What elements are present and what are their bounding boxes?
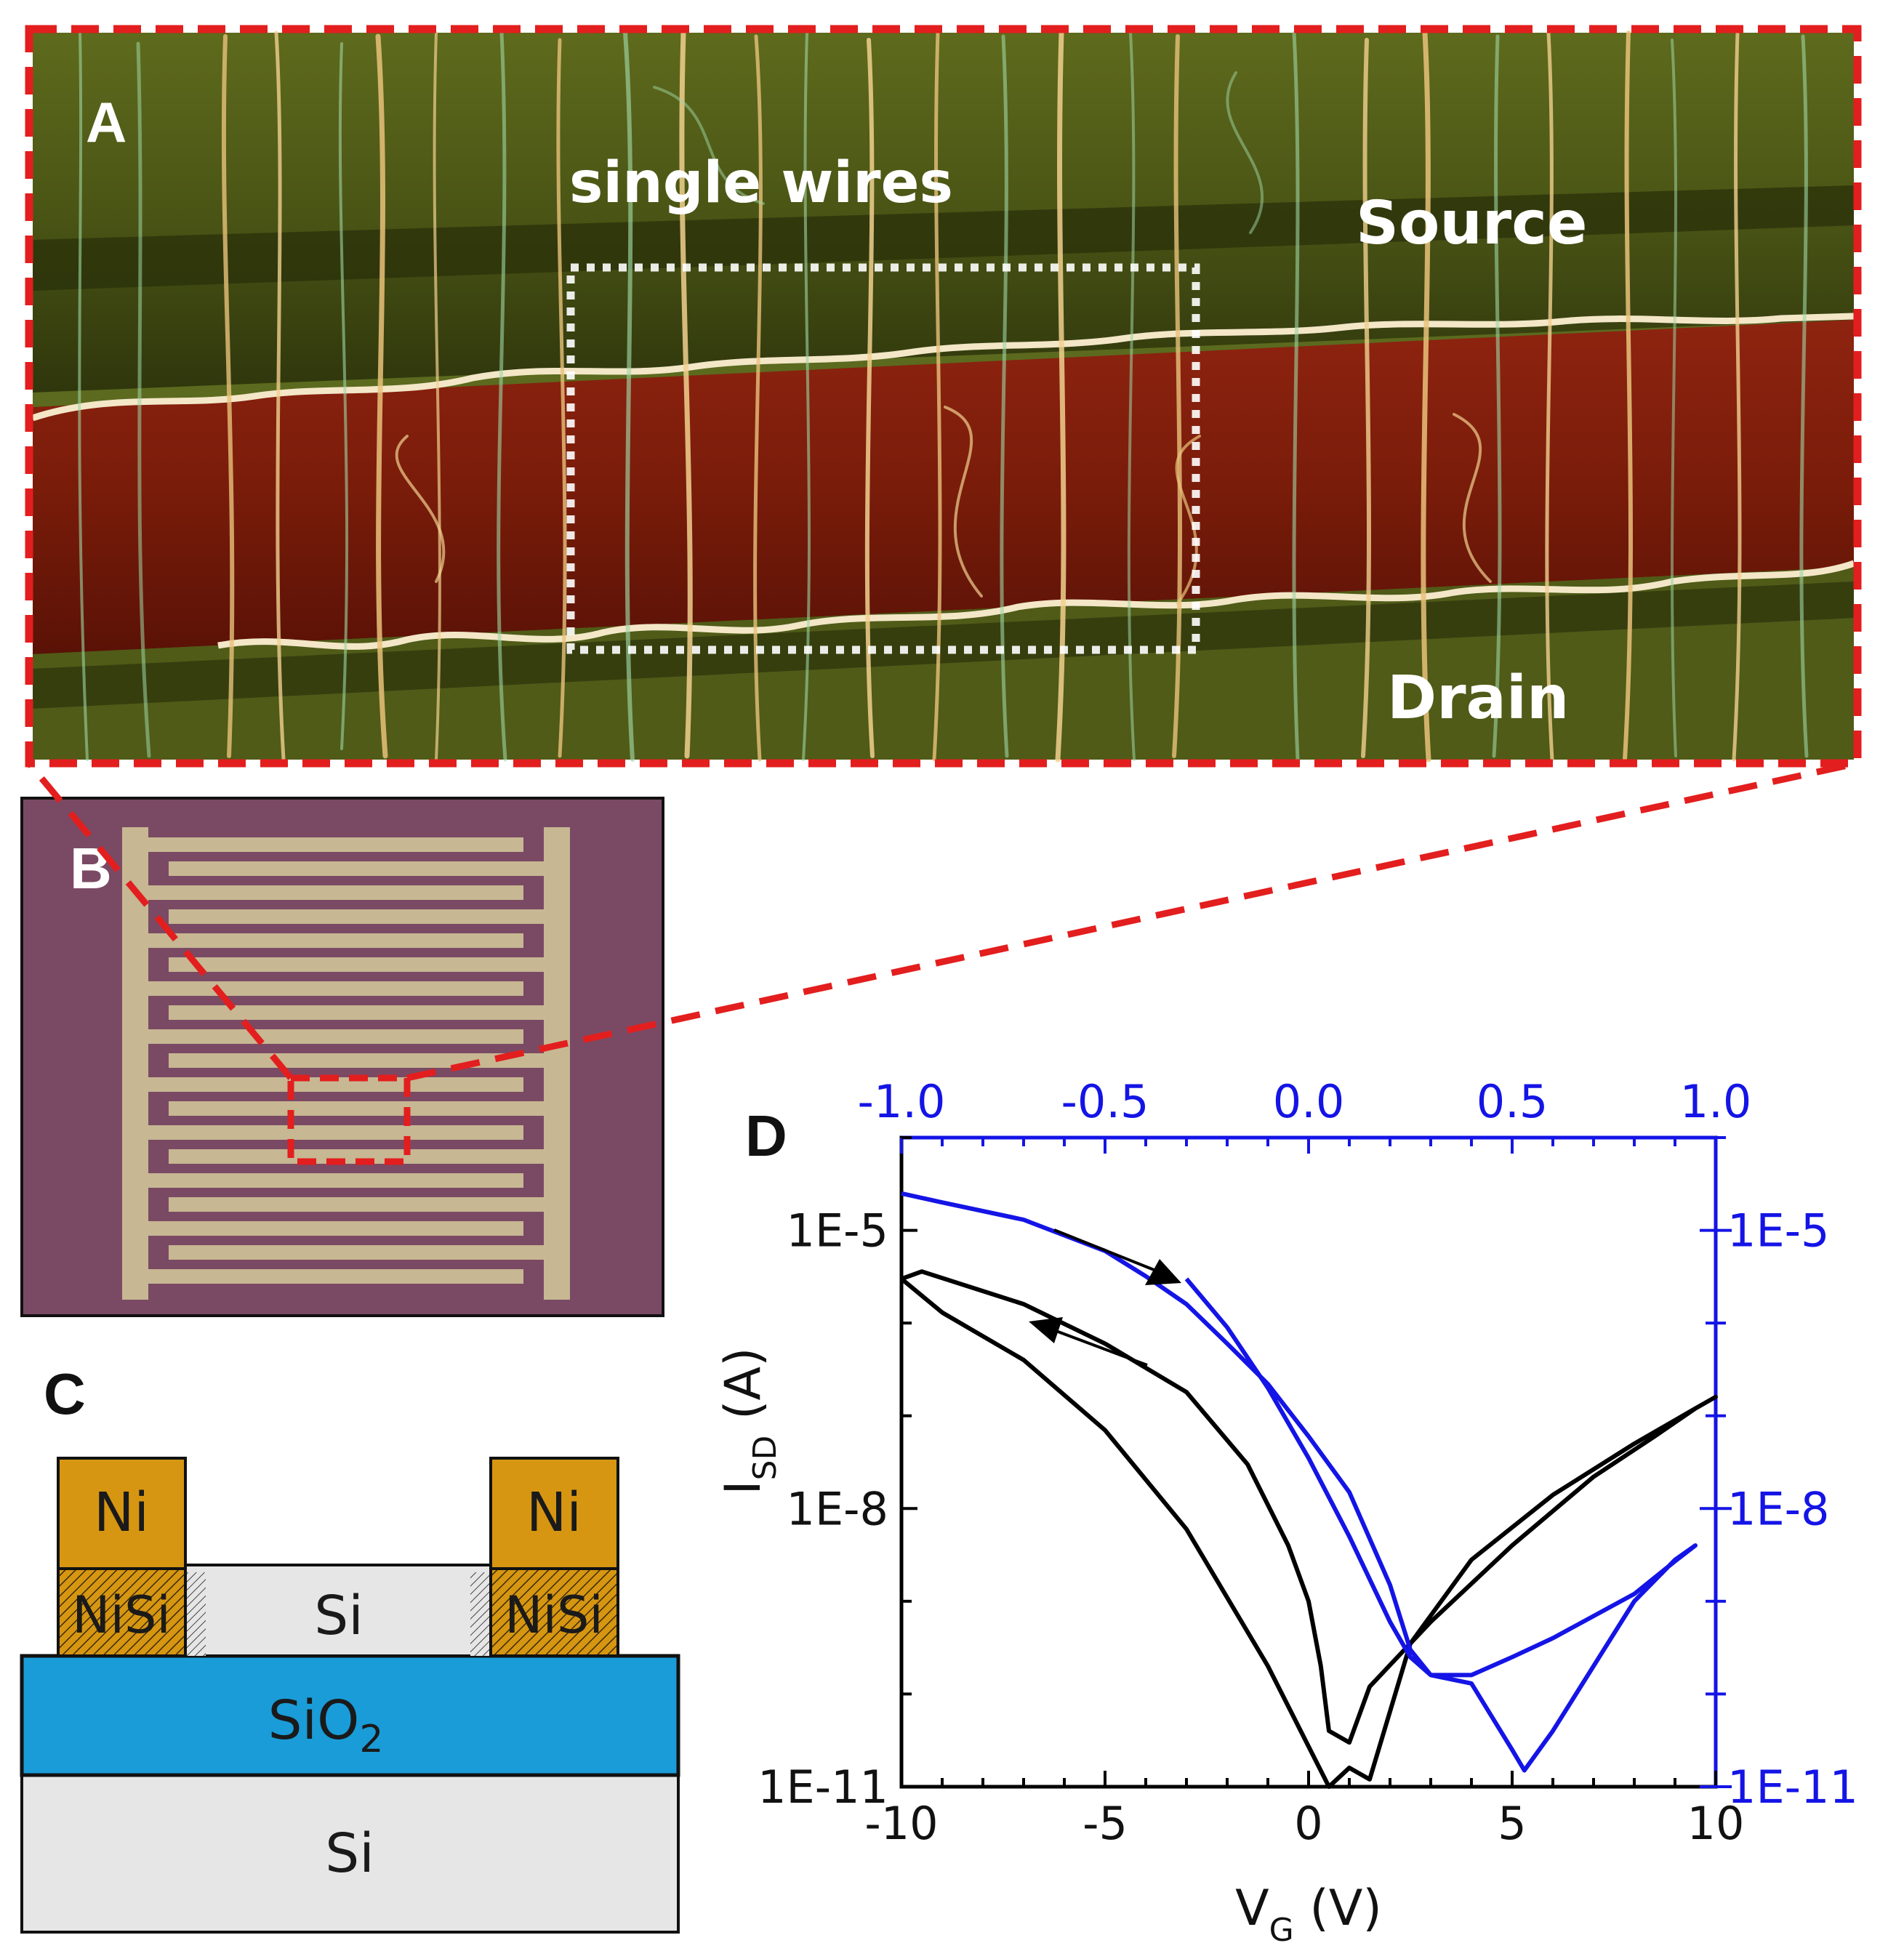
panel-b-zoom-box xyxy=(287,1074,411,1165)
right-comb-finger xyxy=(169,861,544,876)
right-y-tick-label: 1E-11 xyxy=(1727,1761,1858,1814)
left-comb-finger xyxy=(148,1125,523,1140)
left-comb-finger xyxy=(148,837,523,852)
ni-right-block xyxy=(489,1457,619,1570)
single-wires-label: single wires xyxy=(569,150,953,216)
source-label: Source xyxy=(1356,189,1587,258)
drain-edge-line xyxy=(217,560,1855,650)
y-tick-label: 1E-8 xyxy=(787,1482,888,1535)
x-axis-title: VG (V) xyxy=(1235,1880,1382,1949)
panel-d: D -10 -5 0 5 10 -1.0 -0.5 0.0 0.5 1.0 1E-11 1E-8 1E-… xyxy=(715,1075,1858,1949)
interface-right-hatch xyxy=(470,1572,491,1656)
single-wires-dotted-box xyxy=(566,263,1200,654)
top-x-tick-label: -0.5 xyxy=(1061,1075,1149,1128)
zoom-line-left xyxy=(26,761,294,1080)
si-channel xyxy=(184,1564,492,1657)
right-comb-finger xyxy=(169,1005,544,1020)
right-comb-finger xyxy=(169,1245,544,1260)
top-x-tick-label: 0.5 xyxy=(1477,1075,1548,1128)
ni-left-label: Ni xyxy=(94,1481,149,1544)
x-tick-label: -10 xyxy=(864,1797,938,1850)
forward-arrow-head xyxy=(1145,1259,1181,1285)
top-x-tick-label: 1.0 xyxy=(1680,1075,1752,1128)
x-tick-label: -5 xyxy=(1082,1797,1128,1850)
left-comb-finger xyxy=(148,1029,523,1044)
y-tick-label: 1E-11 xyxy=(758,1761,888,1814)
y-tick-label: 1E-5 xyxy=(787,1204,888,1258)
blue-transfer-curve xyxy=(901,1191,1698,1773)
drain-label: Drain xyxy=(1387,664,1569,733)
panel-d-letter: D xyxy=(745,1103,787,1168)
panel-a: A single wires Source Drain xyxy=(25,25,1862,768)
right-comb-finger xyxy=(169,1053,544,1068)
x-tick-label: 0 xyxy=(1294,1797,1322,1850)
right-y-tick-label: 1E-5 xyxy=(1727,1204,1829,1258)
sweep-arrow-backward xyxy=(1053,1329,1148,1367)
interface-left-hatch xyxy=(185,1572,206,1656)
axis-tick-labels: -10 -5 0 5 10 -1.0 -0.5 0.0 0.5 1.0 1E-11 1E-8 1E-5 1… xyxy=(758,1075,1858,1850)
left-comb-finger xyxy=(148,1173,523,1188)
data-curves xyxy=(900,1191,1718,1789)
top-x-tick-label: 0.0 xyxy=(1273,1075,1345,1128)
sio2-layer xyxy=(20,1654,680,1777)
panel-c-letter: C xyxy=(44,1361,86,1426)
comb-fingers xyxy=(148,837,544,1284)
source-edge-line xyxy=(31,313,1855,422)
right-comb-finger xyxy=(169,957,544,972)
panel-b-letter: B xyxy=(70,836,112,901)
si-substrate-layer xyxy=(20,1774,680,1934)
right-y-tick-label: 1E-8 xyxy=(1727,1482,1829,1535)
si-substrate-label: Si xyxy=(325,1822,374,1885)
nisi-left-label: NiSi xyxy=(72,1585,171,1645)
panel-a-dashed-frame xyxy=(25,25,1862,768)
right-comb-finger xyxy=(169,909,544,924)
x-tick-label: 5 xyxy=(1498,1797,1526,1850)
nisi-right-label: NiSi xyxy=(505,1585,603,1645)
right-comb-spine xyxy=(544,827,570,1300)
nisi-right-block xyxy=(489,1567,619,1657)
right-comb-finger xyxy=(169,1197,544,1212)
left-comb-finger xyxy=(148,981,523,996)
y-axis-title: ISD (A) xyxy=(715,1347,784,1495)
source-dark-stripe xyxy=(33,185,1854,291)
left-comb-finger xyxy=(148,1269,523,1284)
left-comb-finger xyxy=(148,933,523,948)
left-comb-finger xyxy=(148,1077,523,1092)
left-comb-finger xyxy=(148,1221,523,1236)
top-x-tick-label: -1.0 xyxy=(858,1075,946,1128)
panel-b: B xyxy=(20,797,664,1317)
ni-left-block xyxy=(57,1457,187,1570)
channel-region xyxy=(33,320,1854,654)
sweep-arrow-forward xyxy=(1053,1228,1157,1272)
panel-c: C Si SiO2 Si NiSi Ni NiSi Ni xyxy=(20,1361,680,1934)
right-comb-finger xyxy=(169,1149,544,1164)
panel-a-letter: A xyxy=(86,90,126,154)
axis-ticks xyxy=(900,1136,1732,1788)
ni-right-label: Ni xyxy=(526,1481,582,1544)
drain-dark-stripe xyxy=(33,582,1854,709)
si-channel-label: Si xyxy=(314,1585,363,1647)
left-comb-finger xyxy=(148,885,523,900)
zoom-line-right xyxy=(406,760,1858,1082)
backward-arrow-head xyxy=(1029,1317,1063,1343)
right-comb-finger xyxy=(169,1101,544,1116)
black-transfer-curve xyxy=(900,1269,1718,1789)
x-tick-label: 10 xyxy=(1687,1797,1745,1850)
sio2-label: SiO2 xyxy=(268,1689,384,1761)
